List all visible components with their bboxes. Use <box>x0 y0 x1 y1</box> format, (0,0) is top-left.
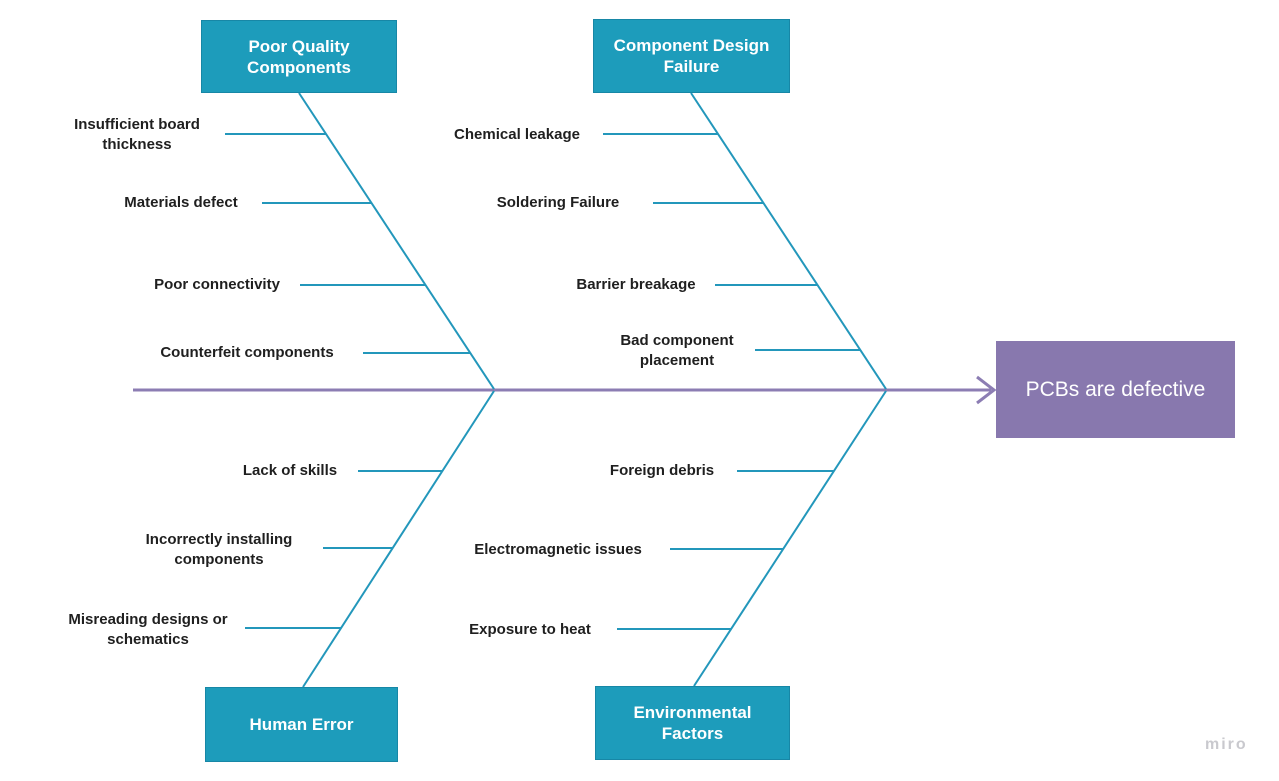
effect-box[interactable]: PCBs are defective <box>996 341 1235 438</box>
category-label: Component Design Failure <box>613 36 770 76</box>
category-box-component-design-failure[interactable]: Component Design Failure <box>593 19 790 93</box>
cause-label[interactable]: Incorrectly installing components <box>145 531 293 568</box>
cause-label[interactable]: Counterfeit components <box>160 344 334 361</box>
cause-label[interactable]: Barrier breakage <box>576 276 696 293</box>
miro-logo: miro <box>1205 736 1248 753</box>
category-label: Environmental Factors <box>633 703 752 743</box>
cause-label[interactable]: Bad component placement <box>620 332 734 369</box>
category-label: Human Error <box>249 715 354 734</box>
category-label: Poor Quality Components <box>247 36 351 77</box>
cause-label[interactable]: Materials defect <box>124 194 238 211</box>
branch-line-human-error <box>302 390 495 688</box>
effect-label: PCBs are defective <box>1025 377 1206 401</box>
cause-label[interactable]: Foreign debris <box>609 462 715 479</box>
category-box-poor-quality-components[interactable]: Poor Quality Components <box>201 20 397 93</box>
branch-line-component-design-failure <box>690 92 887 390</box>
cause-label[interactable]: Electromagnetic issues <box>474 541 642 558</box>
cause-label[interactable]: Poor connectivity <box>154 276 280 293</box>
branch-line-environmental-factors <box>693 390 887 687</box>
branch-line-poor-quality-components <box>298 92 495 390</box>
spine-arrowhead-icon <box>976 375 997 405</box>
cause-label[interactable]: Soldering Failure <box>496 194 620 211</box>
cause-label[interactable]: Lack of skills <box>242 462 338 479</box>
cause-label[interactable]: Misreading designs or schematics <box>68 611 228 648</box>
category-box-human-error[interactable]: Human Error <box>205 687 398 762</box>
cause-label[interactable]: Exposure to heat <box>469 621 591 638</box>
cause-label[interactable]: Chemical leakage <box>454 126 580 143</box>
cause-label[interactable]: Insufficient board thickness <box>74 116 200 153</box>
category-box-environmental-factors[interactable]: Environmental Factors <box>595 686 790 760</box>
